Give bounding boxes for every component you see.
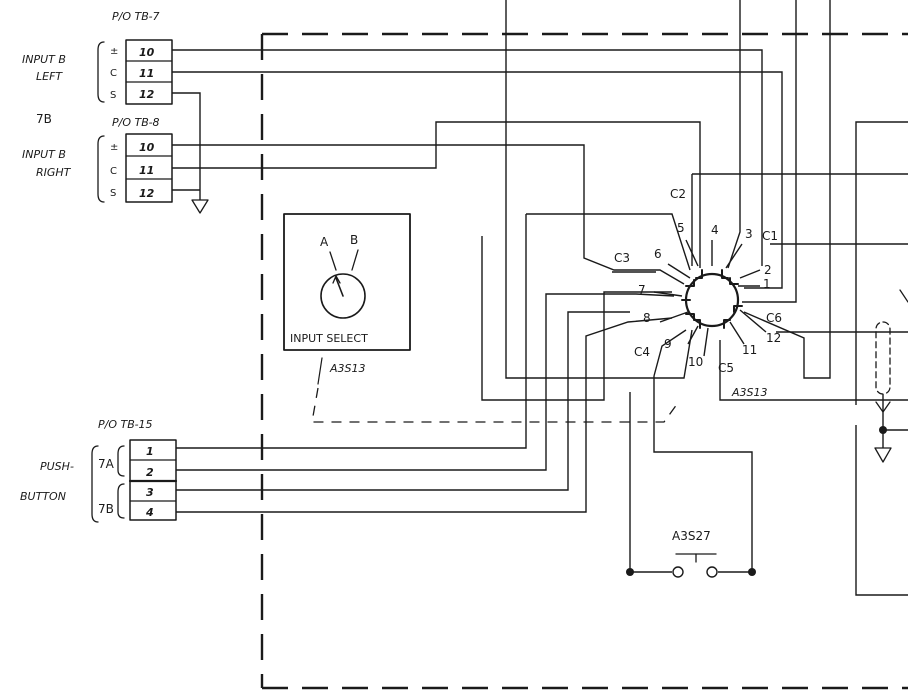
tb15-pin-1: 1 (146, 445, 154, 458)
tb8-pin-11: 11 (139, 164, 154, 177)
contact-4: 4 (711, 223, 719, 237)
shielded-cable-icon (875, 321, 891, 395)
pushbutton-contact-left (672, 566, 684, 578)
common-c2: C2 (670, 187, 686, 201)
tb8-pin-sym-2: C (110, 166, 117, 177)
common-c1: C1 (762, 229, 778, 243)
input-select-label: INPUT SELECT (290, 332, 368, 345)
input-select-ref: A3S13 (329, 362, 366, 375)
selector-knob-icon (320, 273, 366, 319)
tb8-title: P/O TB-8 (112, 116, 160, 129)
outer-dashed-enclosure (260, 32, 908, 690)
contact-10: 10 (688, 355, 703, 369)
tb8-prefix: 7B (36, 112, 52, 126)
tb15-group-label-line1: PUSH- (40, 460, 74, 473)
tb8-pin-12: 12 (139, 187, 155, 200)
contact-7: 7 (638, 283, 646, 297)
rotary-switch-a3s13: 1 2 3 4 5 6 7 8 9 10 11 12 C1 C2 C3 C4 C… (614, 187, 782, 399)
common-c6: C6 (766, 311, 782, 325)
tb15-group-label-line2: BUTTON (20, 490, 66, 503)
tb15-sublabel-7a: 7A (98, 457, 115, 471)
input-select-position-b: B (350, 233, 358, 247)
common-c3: C3 (614, 251, 630, 265)
ground-icon-right (874, 447, 892, 463)
ground-icon (191, 199, 209, 214)
tb15-title: P/O TB-15 (98, 418, 153, 431)
common-c4: C4 (634, 345, 650, 359)
tb15-pin-4: 4 (145, 506, 154, 519)
terminal-block-tb7: P/O TB-7 INPUT B LEFT ± C S 10 11 12 (22, 10, 173, 105)
tb7-pin-12: 12 (139, 88, 155, 101)
input-select-panel: A B INPUT SELECT A3S13 (283, 213, 411, 385)
common-c5: C5 (718, 361, 734, 375)
pushbutton-ref: A3S27 (672, 529, 711, 543)
pushbutton-contact-right (706, 566, 718, 578)
tb15-pin-3: 3 (146, 486, 154, 499)
contact-8: 8 (643, 311, 651, 325)
contact-6: 6 (654, 247, 662, 261)
tb8-group-label-line2: RIGHT (36, 166, 72, 179)
input-select-position-a: A (320, 235, 329, 249)
rotary-switch-ref: A3S13 (731, 386, 768, 399)
contact-2: 2 (764, 263, 772, 277)
tb15-pin-2: 2 (146, 466, 154, 479)
tb7-pin-sym-3: S (110, 90, 116, 101)
tb7-pin-sym-2: C (110, 68, 117, 79)
tb7-group-label-line2: LEFT (36, 70, 63, 83)
terminal-block-tb8: 7B P/O TB-8 INPUT B RIGHT ± C S 10 11 12 (22, 112, 173, 203)
contact-11: 11 (742, 343, 757, 357)
terminal-block-tb15: P/O TB-15 PUSH- BUTTON 7A 7B 1 2 3 4 (20, 418, 178, 523)
tb15-sublabel-7b: 7B (98, 502, 114, 516)
tb7-group-label-line1: INPUT B (22, 53, 66, 66)
tb8-pin-sym-1: ± (110, 142, 118, 153)
mechanical-linkage (311, 387, 681, 423)
contact-9: 9 (664, 337, 672, 351)
tb7-title: P/O TB-7 (112, 10, 160, 23)
tb8-group-label-line1: INPUT B (22, 148, 66, 161)
junction-dot-left (626, 568, 634, 576)
right-side-partial-components (874, 289, 908, 463)
tb8-pin-10: 10 (139, 141, 155, 154)
pushbutton-a3s27: A3S27 (626, 529, 756, 578)
tb7-pin-10: 10 (139, 46, 155, 59)
contact-12: 12 (766, 331, 781, 345)
tb8-pin-sym-3: S (110, 188, 116, 199)
contact-5: 5 (677, 221, 685, 235)
shield-ground-wiring (172, 92, 209, 214)
tb7-pin-sym-1: ± (110, 46, 118, 57)
contact-3: 3 (745, 227, 753, 241)
junction-dot-right (748, 568, 756, 576)
wiring (172, 0, 908, 572)
tb7-pin-11: 11 (139, 67, 154, 80)
contact-1: 1 (763, 277, 771, 291)
right-sub-enclosure (855, 121, 908, 596)
